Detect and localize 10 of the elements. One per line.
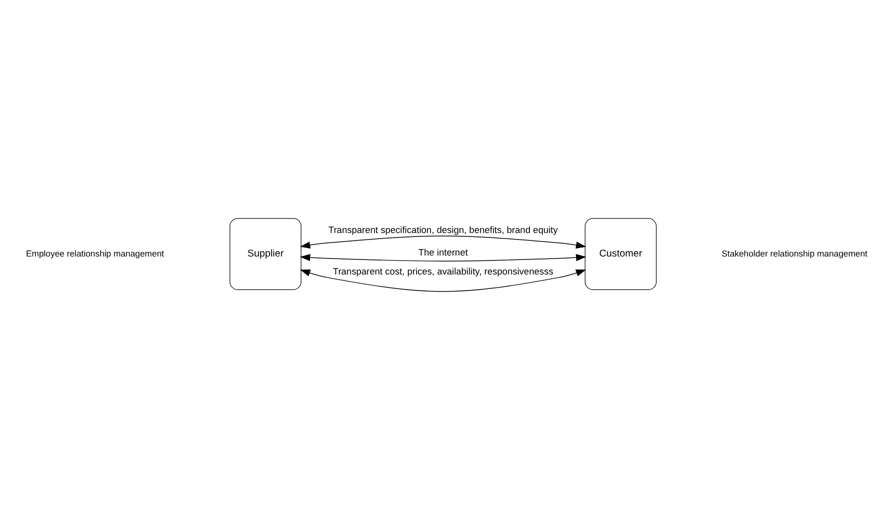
label: Stakeholder relationship management	[722, 248, 868, 258]
label: Employee relationship management	[26, 248, 164, 258]
node-box: Customer	[584, 218, 657, 290]
edge-label: The internet	[418, 246, 468, 257]
edge-label: Transparent specification, design, benefits, brand equity	[328, 224, 558, 235]
arrow	[300, 253, 586, 261]
arrow	[300, 269, 586, 292]
edge-label: Transparent cost, prices, availability, responsivenesss	[332, 266, 554, 276]
node-box: Supplier	[230, 218, 302, 290]
arrow	[300, 235, 586, 248]
